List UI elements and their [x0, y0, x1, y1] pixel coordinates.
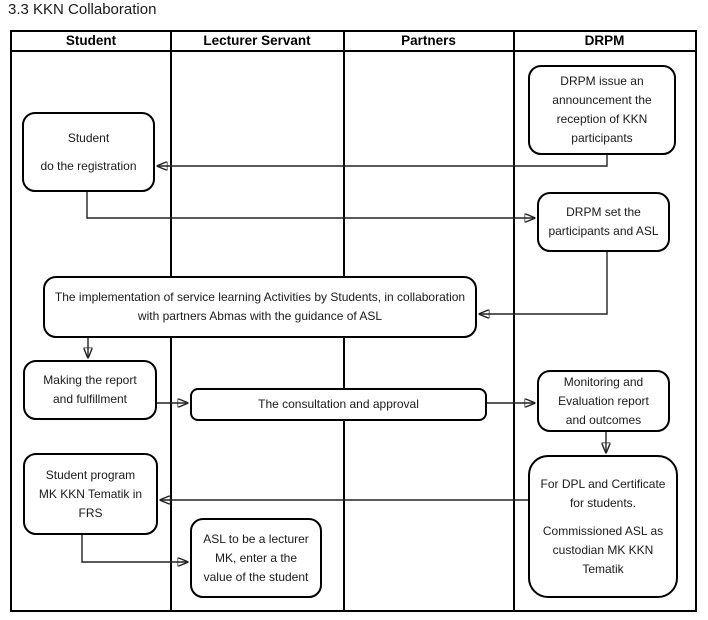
lane-header-lecturer-servant: Lecturer Servant — [203, 33, 311, 48]
lane-divider-3 — [513, 32, 515, 610]
lane-header-drpm: DRPM — [584, 33, 625, 48]
node-monitoring-evaluation-text: Monitoring and Evaluation report and out… — [558, 374, 649, 427]
node-drpm-announcement-text: DRPM issue an announcement the reception… — [552, 74, 652, 145]
lane-header-student: Student — [65, 33, 117, 48]
node-implementation-text: The implementation of service learning A… — [54, 290, 466, 323]
node-drpm-set-participants-text: DRPM set the participants and ASL — [548, 205, 659, 238]
node-consultation-approval-text: The consultation and approval — [258, 397, 419, 411]
node-asl-lecturer-mk: ASL to be a lecturer MK, enter a the val… — [190, 518, 322, 598]
node-implementation: The implementation of service learning A… — [43, 276, 477, 338]
node-making-report: Making the report and fulfillment — [23, 360, 157, 420]
diagram-title: 3.3 KKN Collaboration — [8, 1, 157, 18]
swimlane-table — [10, 30, 697, 612]
node-drpm-announcement: DRPM issue an announcement the reception… — [528, 65, 676, 155]
node-dpl-certificate-line2: Commissioned ASL as custodian MK KKN Tem… — [542, 523, 664, 576]
node-student-registration: Student do the registration — [22, 112, 155, 192]
node-student-program-frs-text: Student program MK KKN Tematik in FRS — [38, 467, 143, 520]
node-student-program-frs: Student program MK KKN Tematik in FRS — [23, 453, 158, 535]
lane-header-partners: Partners — [401, 33, 456, 48]
node-dpl-certificate-line1: For DPL and Certificate for students. — [540, 476, 666, 510]
node-making-report-text: Making the report and fulfillment — [43, 373, 137, 406]
node-student-registration-line2: do the registration — [40, 158, 137, 173]
node-consultation-approval: The consultation and approval — [190, 388, 487, 421]
node-monitoring-evaluation: Monitoring and Evaluation report and out… — [537, 370, 670, 432]
header-underline — [12, 50, 695, 52]
node-dpl-certificate: For DPL and Certificate for students. Co… — [528, 455, 678, 598]
node-student-registration-line1: Student — [67, 130, 110, 145]
node-drpm-set-participants: DRPM set the participants and ASL — [537, 192, 670, 252]
node-asl-lecturer-mk-text: ASL to be a lecturer MK, enter a the val… — [203, 531, 309, 584]
